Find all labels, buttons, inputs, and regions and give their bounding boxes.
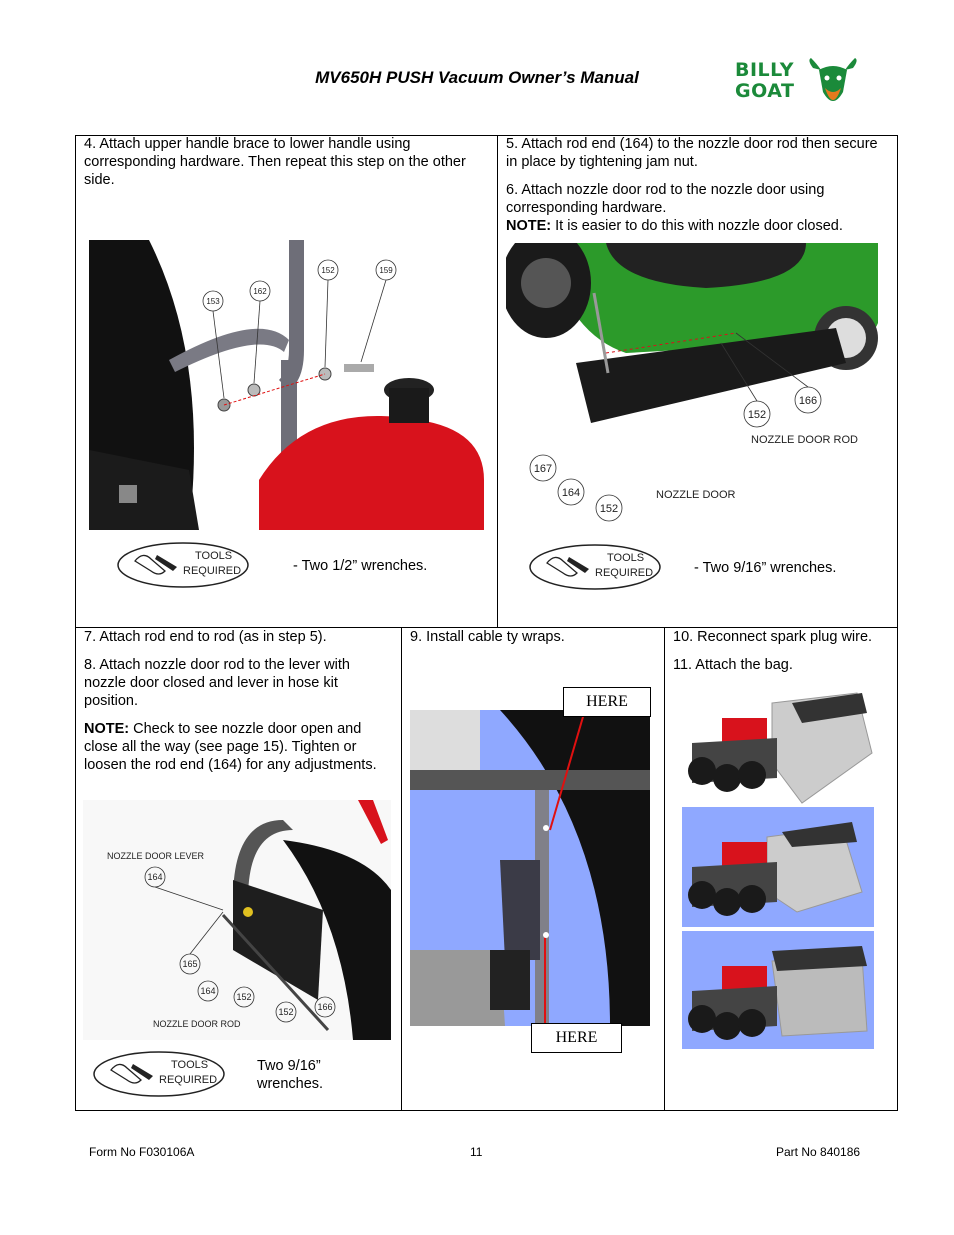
handle-brace-figure: 153 162 152 159 [89, 240, 484, 530]
tools-caption-3: Two 9/16” wrenches. [257, 1058, 324, 1092]
bag-frame-1 [682, 683, 874, 805]
page-title: MV650H PUSH Vacuum Owner’s Manual [315, 68, 639, 87]
nozzle-door-rod-figure: 166 152 NOZZLE DOOR ROD 167 164 152 NOZZ… [501, 228, 878, 533]
step-7: 7. Attach rod end to rod (as in step 5). [84, 629, 327, 645]
callout-159: 159 [379, 266, 393, 275]
tools-caption-2: - Two 9/16” wrenches. [694, 560, 837, 576]
badge-line2: REQUIRED [159, 1074, 217, 1086]
goat-head-icon [809, 58, 857, 101]
note-label-8: NOTE: [84, 721, 130, 737]
part-number: Part No 840186 [776, 1145, 861, 1159]
callout-165: 165 [182, 959, 197, 969]
nozzle-door-lever-figure: NOZZLE DOOR LEVER 164 165 164 152 152 16… [83, 800, 391, 1040]
callout-nozzle-door-rod: NOZZLE DOOR ROD [153, 1019, 241, 1029]
cable-tie-figure [410, 709, 650, 1026]
step-5: 5. Attach rod end (164) to the nozzle do… [506, 136, 878, 170]
bag-frame-2 [682, 807, 874, 927]
badge-line2: REQUIRED [183, 565, 241, 577]
here-label-top: HERE [563, 687, 651, 717]
form-number: Form No F030106A [89, 1145, 195, 1159]
tools-caption-1: - Two 1/2” wrenches. [293, 558, 428, 574]
callout-164b: 164 [200, 986, 215, 996]
step-11: 11. Attach the bag. [673, 657, 793, 673]
bag-frame-3 [682, 931, 874, 1049]
step-9: 9. Install cable ty wraps. [410, 629, 565, 645]
callout-152b: 152 [600, 503, 618, 515]
callout-164: 164 [147, 872, 162, 882]
tools-required-badge: TOOLS REQUIRED [91, 1050, 231, 1098]
badge-line1: TOOLS [195, 550, 232, 562]
logo-line2: GOAT [735, 80, 795, 102]
steps-7-8-text: 7. Attach rod end to rod (as in step 5).… [84, 628, 389, 784]
callout-nozzle-door-lever: NOZZLE DOOR LEVER [107, 851, 205, 861]
badge-line1: TOOLS [171, 1059, 208, 1071]
tools-required-badge: TOOLS REQUIRED [527, 543, 667, 591]
tools-required-badge: TOOLS REQUIRED [115, 541, 255, 589]
billy-goat-logo: BILLY GOAT [735, 58, 860, 113]
step-4: 4. Attach upper handle brace to lower ha… [84, 136, 466, 188]
step-4-text: 4. Attach upper handle brace to lower ha… [84, 135, 484, 199]
callout-nozzle-door: NOZZLE DOOR [656, 489, 736, 501]
steps-10-11-text: 10. Reconnect spark plug wire. 11. Attac… [673, 628, 893, 684]
callout-153: 153 [206, 297, 220, 306]
here-label-bottom: HERE [531, 1023, 622, 1053]
callout-167: 167 [534, 463, 552, 475]
attach-bag-figure [682, 683, 874, 1049]
callout-164: 164 [562, 487, 580, 499]
callout-nozzle-door-rod: NOZZLE DOOR ROD [751, 434, 858, 446]
note-8: Check to see nozzle door open and close … [84, 721, 377, 773]
callout-152: 152 [236, 992, 251, 1002]
callout-162: 162 [253, 287, 267, 296]
note-6: It is easier to do this with nozzle door… [551, 218, 843, 234]
callout-166: 166 [317, 1002, 332, 1012]
callout-152: 152 [748, 409, 766, 421]
step-8: 8. Attach nozzle door rod to the lever w… [84, 657, 350, 709]
page-number: 11 [470, 1145, 483, 1159]
step-9-text: 9. Install cable ty wraps. [410, 628, 660, 656]
callout-166: 166 [799, 395, 817, 407]
note-label-6: NOTE: [506, 218, 552, 234]
steps-5-6-text: 5. Attach rod end (164) to the nozzle do… [506, 135, 886, 245]
badge-line1: TOOLS [607, 552, 644, 564]
logo-line1: BILLY [735, 59, 795, 81]
badge-line2: REQUIRED [595, 567, 653, 579]
step-10: 10. Reconnect spark plug wire. [673, 629, 873, 645]
callout-152b: 152 [278, 1007, 293, 1017]
callout-152: 152 [321, 266, 335, 275]
logo-wordmark: BILLY GOAT [735, 60, 794, 102]
step-6: 6. Attach nozzle door rod to the nozzle … [506, 182, 825, 216]
